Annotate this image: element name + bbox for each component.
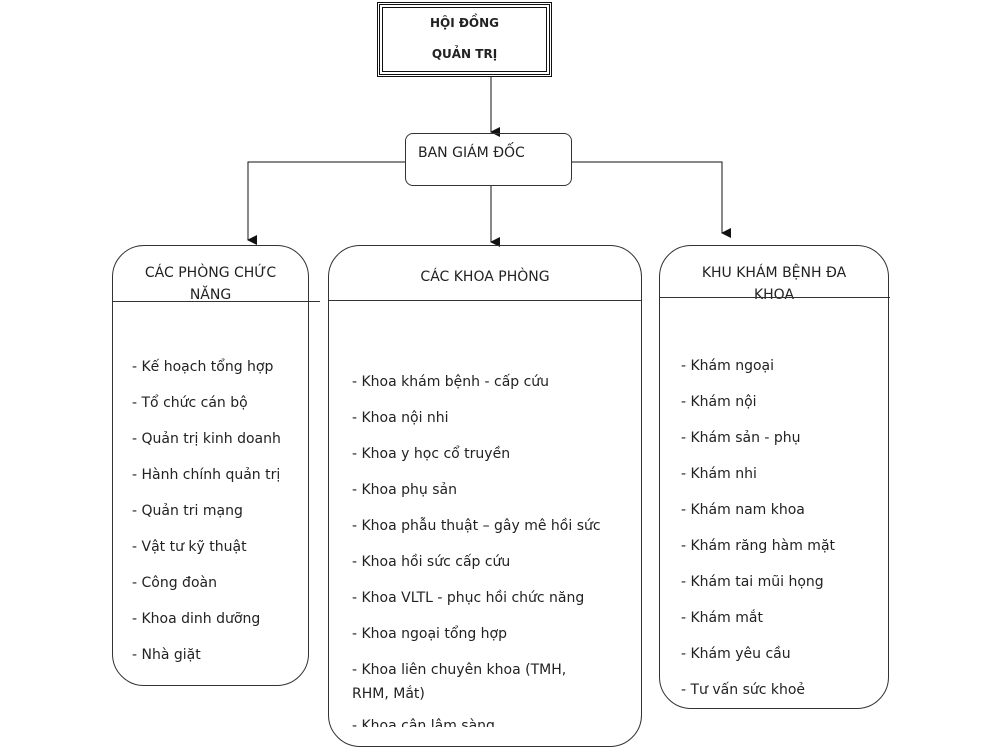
directors-label: BAN GIÁM ĐỐC xyxy=(418,145,525,161)
list-item: RHM, Mắt) xyxy=(352,686,425,702)
column-title: CÁC KHOA PHÒNG xyxy=(420,269,550,285)
board-line1: HỘI ĐỒNG xyxy=(429,16,500,30)
list-item: - Khám mắt xyxy=(681,610,763,626)
divider xyxy=(328,300,641,301)
column-title: KHU KHÁM BỆNH ĐA xyxy=(701,265,847,281)
column-title: NĂNG xyxy=(189,287,232,303)
divider xyxy=(659,297,890,298)
list-item: - Khám sản - phụ xyxy=(681,430,801,446)
list-item: - Tổ chức cán bộ xyxy=(132,395,248,411)
functional-offices-box: CÁC PHÒNG CHỨC NĂNG xyxy=(112,245,309,686)
list-item: - Vật tư kỹ thuật xyxy=(132,539,247,555)
arrow-to-functional xyxy=(247,161,405,245)
directors-box: BAN GIÁM ĐỐC xyxy=(405,133,572,186)
list-item: - Khám răng hàm mặt xyxy=(681,538,836,554)
departments-box: CÁC KHOA PHÒNG xyxy=(328,245,642,747)
list-item: - Công đoàn xyxy=(132,575,217,591)
list-item: - Quản tri mạng xyxy=(132,503,243,519)
arrow-to-clinic xyxy=(572,161,731,238)
list-item: - Khoa hồi sức cấp cứu xyxy=(352,554,511,570)
list-item: - Khoa ngoại tổng hợp xyxy=(352,626,507,642)
list-item: - Tư vấn sức khoẻ xyxy=(681,682,806,698)
column-title: KHOA xyxy=(753,287,795,303)
list-item: - Khám yêu cầu xyxy=(681,646,791,662)
clinic-box: KHU KHÁM BỆNH ĐA KHOA xyxy=(659,245,889,709)
list-item: - Khoa cận lâm sàng xyxy=(352,718,495,727)
list-item: - Khoa nội nhi xyxy=(352,410,449,426)
list-item: - Khoa VLTL - phục hồi chức năng xyxy=(352,590,585,606)
list-item: - Khám ngoại xyxy=(681,358,775,374)
list-item: - Khoa phẫu thuật – gây mê hồi sức xyxy=(352,518,601,534)
column-title: CÁC PHÒNG CHỨC xyxy=(144,265,277,281)
board-line2: QUẢN TRỊ xyxy=(431,47,498,61)
list-item: - Khoa liên chuyên khoa (TMH, xyxy=(352,662,567,678)
list-item: - Khám tai mũi họng xyxy=(681,574,824,590)
list-item: - Nhà giặt xyxy=(132,647,201,663)
list-item: - Quản trị kinh doanh xyxy=(132,431,281,447)
list-item: - Khoa y học cổ truyền xyxy=(352,446,511,462)
divider xyxy=(112,301,320,302)
list-item: - Khoa khám bệnh - cấp cứu xyxy=(352,374,550,390)
board-box: HỘI ĐỒNG QUẢN TRỊ xyxy=(377,2,552,77)
list-item: - Khám nhi xyxy=(681,466,757,482)
list-item: - Khoa phụ sản xyxy=(352,482,457,498)
list-item: - Khoa dinh dưỡng xyxy=(132,611,261,627)
list-item: - Khám nội xyxy=(681,394,757,410)
list-item: - Khám nam khoa xyxy=(681,502,805,518)
list-item: - Kế hoạch tổng hợp xyxy=(132,359,274,375)
list-item: - Hành chính quản trị xyxy=(132,467,281,483)
